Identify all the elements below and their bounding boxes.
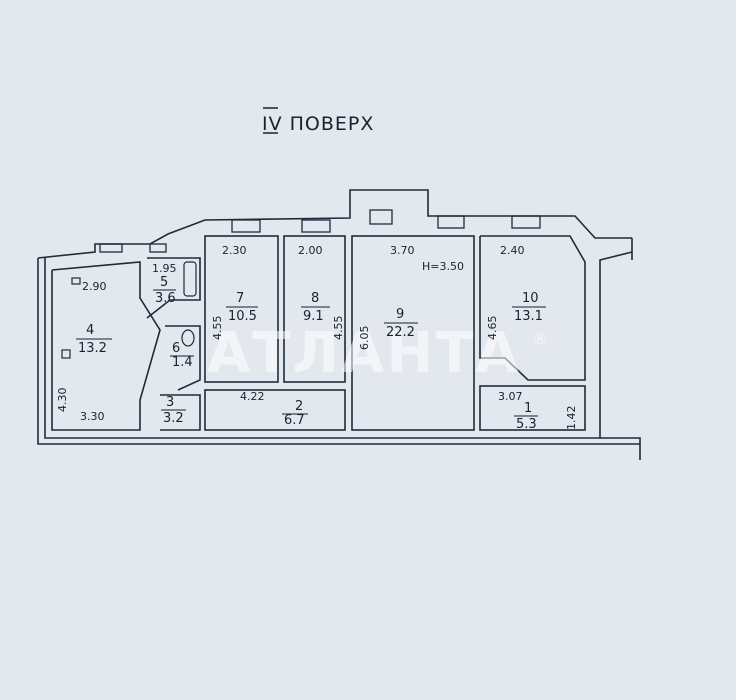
window-2 [149,243,167,253]
toilet-icon [181,329,195,347]
outer-wall-top [37,189,632,259]
ceiling-height: H=3.50 [422,260,464,273]
room-4-walls [51,261,161,431]
room-6-walls [165,325,201,391]
window-3 [231,219,261,233]
room-8-number: 8 [311,291,319,306]
windows [99,209,541,253]
dimension-4-22: 4.22 [240,390,265,403]
dimension-4-55-left: 4.55 [211,316,224,341]
dimension-2-00: 2.00 [298,244,323,257]
window-7 [511,215,541,229]
dimension-1-95: 1.95 [152,262,177,275]
room-labels: 4 13.2 5 3.6 6 1.4 3 3.2 7 10.5 8 9.1 9 … [76,275,546,432]
dimension-2-90: 2.90 [82,280,107,293]
window-5 [369,209,393,225]
watermark: АТЛАНТА [207,321,521,386]
dimension-4-55-right: 4.55 [332,316,345,341]
room-8-area: 9.1 [303,309,324,324]
room-6-area: 1.4 [172,355,193,370]
room-6-number: 6 [172,341,180,356]
stove-icon [61,349,71,359]
room-10-number: 10 [522,291,539,306]
window-4 [301,219,331,233]
room-5-walls [146,257,201,319]
right-stub-bottom [600,437,641,460]
room-1-number: 1 [524,401,532,416]
room-9-number: 9 [396,307,404,322]
dimension-2-30: 2.30 [222,244,247,257]
room-3-area: 3.2 [163,411,184,426]
watermark-registered-mark: ® [532,329,548,348]
room-7-walls [204,235,279,383]
room-10-walls [479,235,586,381]
sink-icon [71,277,81,285]
room-10-area: 13.1 [514,309,543,324]
room-9-area: 22.2 [386,325,415,340]
dimension-2-40: 2.40 [500,244,525,257]
room-4-area: 13.2 [78,341,107,356]
room-2-number: 2 [295,399,303,414]
floor-title: IV ПОВЕРХ [262,113,374,135]
window-6 [437,215,465,229]
room-1-area: 5.3 [516,417,537,432]
room-2-area: 6.7 [284,413,305,428]
room-7-area: 10.5 [228,309,257,324]
fixtures [61,261,197,359]
dimension-3-07: 3.07 [498,390,523,403]
room-8-walls [283,235,346,383]
bathtub-icon [183,261,197,297]
outer-wall-bottom [37,258,640,445]
room-5-number: 5 [160,275,168,290]
dimension-labels: 2.90 3.30 4.30 1.95 2.30 4.55 2.00 4.55 … [56,244,578,430]
room-3-number: 3 [166,395,174,410]
room-5-area: 3.6 [155,291,176,306]
dimension-1-42: 1.42 [565,406,578,431]
dimension-4-30: 4.30 [56,388,69,413]
walls [37,189,641,460]
room-9-walls [351,235,475,431]
room-1-walls [479,385,586,431]
dimension-3-70: 3.70 [390,244,415,257]
room-2-walls [204,389,346,431]
room-7-number: 7 [236,291,244,306]
dimension-3-30: 3.30 [80,410,105,423]
dimension-6-05: 6.05 [358,326,371,351]
room-3-walls [160,394,201,431]
window-1 [99,243,123,253]
dimension-4-65: 4.65 [486,316,499,341]
room-4-number: 4 [86,323,94,338]
